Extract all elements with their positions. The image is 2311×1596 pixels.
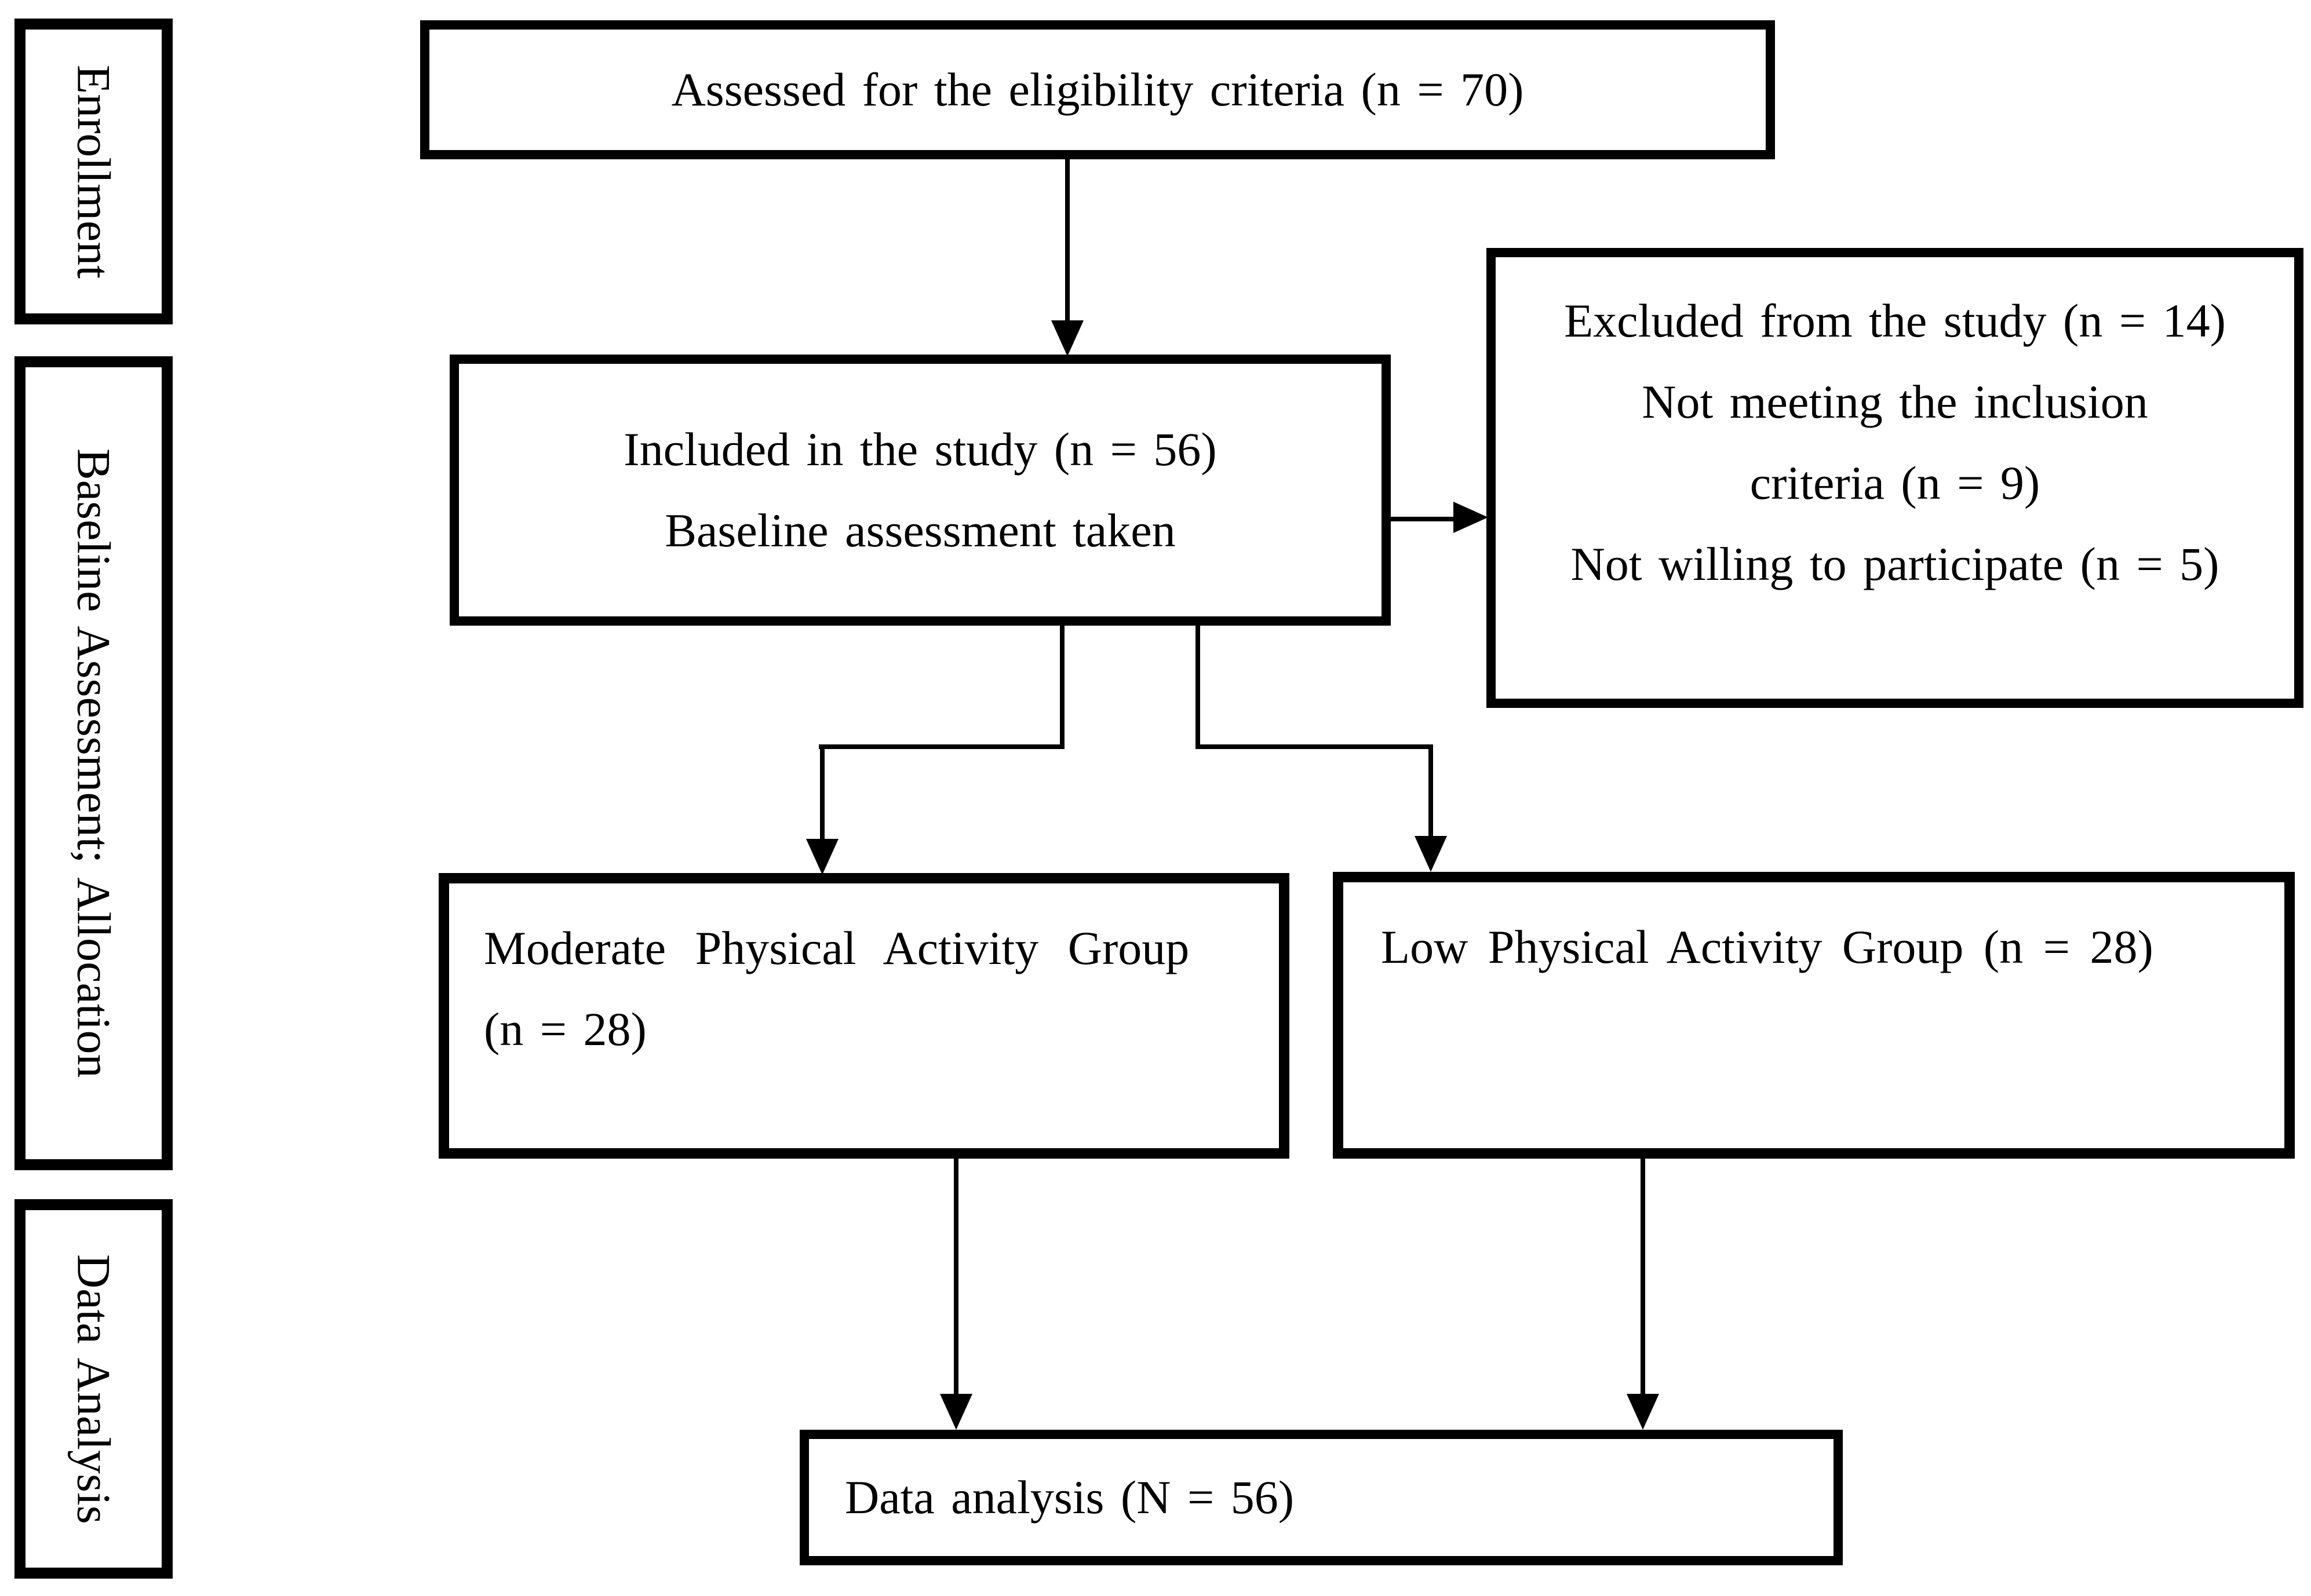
node-data-analysis-text: Data analysis (N = 56): [845, 1471, 1295, 1524]
connector-split-left-horizontal: [819, 744, 1065, 749]
arrowhead-down-icon: [1051, 320, 1084, 356]
arrowhead-down-icon: [940, 1394, 972, 1430]
connector-low-to-analysis-line: [1641, 1159, 1645, 1395]
node-assessed-for-eligibility: Assessed for the eligibility criteria (n…: [420, 20, 1775, 159]
arrowhead-down-icon: [806, 839, 839, 875]
node-moderate-line1: Moderate Physical Activity Group: [484, 922, 1190, 974]
node-low-physical-activity-group: Low Physical Activity Group (n = 28): [1333, 872, 2295, 1159]
node-data-analysis: Data analysis (N = 56): [800, 1430, 1843, 1565]
arrowhead-right-icon: [1453, 502, 1488, 533]
node-included-line1: Included in the study (n = 56): [624, 423, 1217, 476]
node-low-line1: Low Physical Activity Group (n = 28): [1381, 921, 2153, 973]
node-moderate-physical-activity-group: Moderate Physical Activity Group (n = 28…: [439, 873, 1289, 1159]
stage-label-data-analysis: Data Analysis: [14, 1199, 173, 1579]
node-excluded-line4: Not willing to participate (n = 5): [1570, 538, 2219, 590]
node-moderate-line2: (n = 28): [484, 1003, 647, 1056]
node-assessed-text: Assessed for the eligibility criteria (n…: [671, 63, 1524, 116]
stage-label-baseline-assessment-allocation: Baseline Assessment; Allocation: [14, 356, 173, 1170]
connector-to-low-line: [1428, 744, 1433, 839]
arrowhead-down-icon: [1415, 836, 1447, 872]
node-excluded-line1: Excluded from the study (n = 14): [1564, 294, 2226, 347]
stage-label-baseline-text: Baseline Assessment; Allocation: [67, 448, 121, 1078]
node-included-in-study: Included in the study (n = 56) Baseline …: [450, 355, 1391, 626]
connector-included-to-excluded-line: [1391, 517, 1455, 521]
connector-assessed-to-included-line: [1065, 159, 1070, 322]
node-excluded-line2: Not meeting the inclusion: [1642, 375, 2148, 428]
stage-label-enrollment: Enrollment: [14, 19, 173, 324]
connector-split-right-horizontal: [1195, 744, 1433, 749]
node-included-line2: Baseline assessment taken: [665, 504, 1176, 557]
node-excluded-from-study: Excluded from the study (n = 14) Not mee…: [1486, 248, 2303, 708]
connector-included-split-right-stub: [1195, 626, 1200, 749]
stage-label-enrollment-text: Enrollment: [67, 64, 121, 279]
node-excluded-line3: criteria (n = 9): [1749, 456, 2040, 509]
connector-moderate-to-analysis-line: [954, 1159, 958, 1395]
connector-included-split-left-stub: [1060, 626, 1065, 749]
connector-to-moderate-line: [820, 744, 825, 842]
stage-label-data-analysis-text: Data Analysis: [67, 1254, 121, 1524]
arrowhead-down-icon: [1627, 1394, 1659, 1430]
